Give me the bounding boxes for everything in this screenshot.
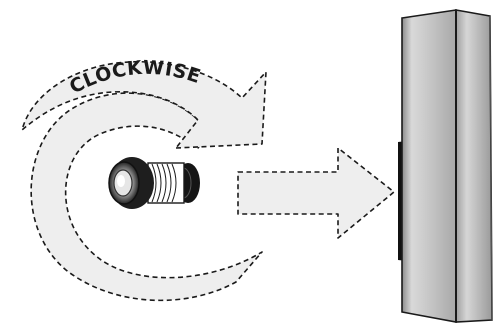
device-panel-icon [398,9,493,323]
curved-clockwise-arrow-icon [21,60,267,302]
straight-right-arrow-icon [237,147,395,239]
wheel-part-icon [108,157,200,209]
